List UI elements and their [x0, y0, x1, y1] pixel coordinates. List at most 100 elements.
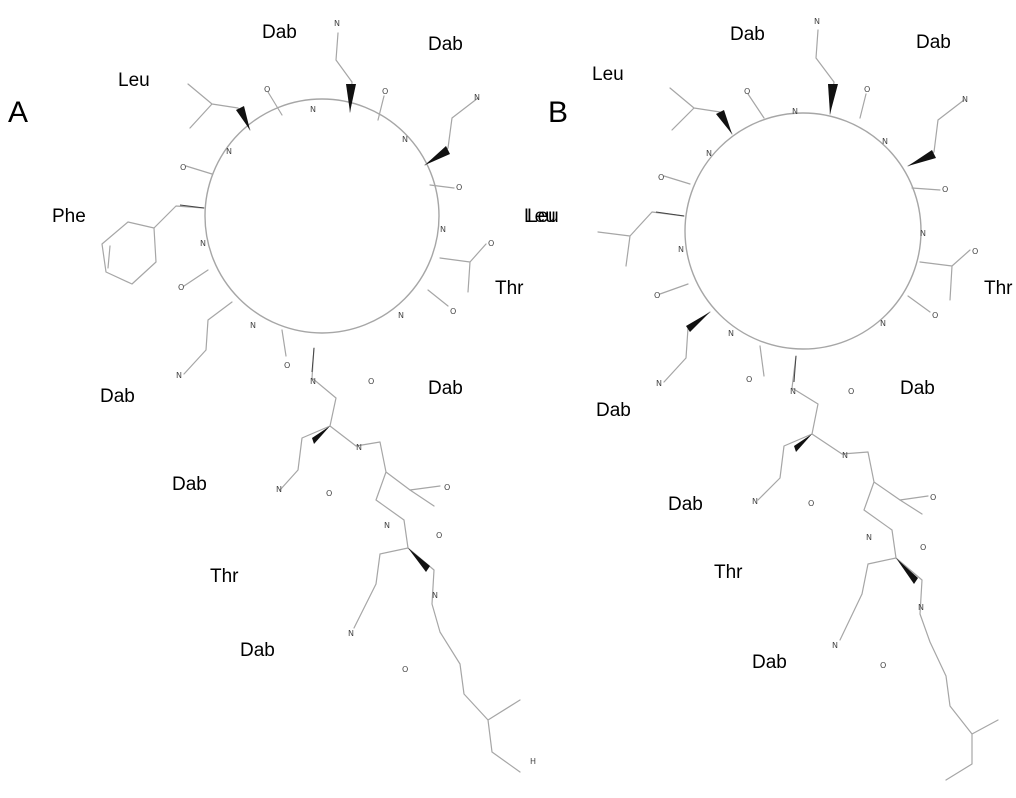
- panel-b-wedge-3: [908, 150, 936, 166]
- panel-a-residue-label: Dab: [240, 640, 275, 661]
- panel-a-residue-label: Dab: [172, 474, 207, 495]
- panel-b-atom-n: N: [678, 245, 684, 254]
- panel-a-atom-n: N: [402, 135, 408, 144]
- panel-a-residue-label: Dab: [428, 378, 463, 399]
- panel-b-atom-o: O: [972, 247, 978, 256]
- panel-a-wedge-3: [425, 146, 450, 165]
- panel-a-phe-chain: [153, 205, 205, 229]
- panel-b-wedge-1: [828, 84, 838, 114]
- panel-b: B N N N N N N N: [524, 17, 1013, 781]
- panel-a-label: A: [8, 96, 28, 129]
- panel-b-hash-2: [793, 355, 797, 383]
- panel-b-atom-n: N: [792, 107, 798, 116]
- panel-b-atom-o: O: [744, 87, 750, 96]
- panel-a-atom-n: N: [200, 239, 206, 248]
- panel-a-residue-label: Leu: [527, 206, 559, 227]
- panel-b-atom-o: O: [658, 173, 664, 182]
- panel-b-residue-label: Leu: [592, 64, 624, 85]
- panel-b-macrocycle-ring: [684, 112, 922, 350]
- panel-a-residue-label: Dab: [262, 22, 297, 43]
- panel-a-atom-o: O: [444, 483, 450, 492]
- panel-b-residue-label: Dab: [668, 494, 703, 515]
- panel-a-atom-h: H: [530, 757, 536, 766]
- panel-b-atom-o: O: [930, 493, 936, 502]
- panel-a-residue-label: Thr: [495, 278, 524, 299]
- panel-a-structure: N N N N N N N N N N N N N N N N O O O O …: [101, 19, 536, 773]
- panel-b-thr-ring-sidechain: [919, 249, 971, 301]
- panel-a-atom-o: O: [178, 283, 184, 292]
- panel-a-atom-o: O: [284, 361, 290, 370]
- panel-a-atom-n: N: [250, 321, 256, 330]
- panel-b-atom-n: N: [728, 329, 734, 338]
- panel-a-atom-o: O: [436, 531, 442, 540]
- panel-b-atom-n: N: [752, 497, 758, 506]
- panel-a-wedge-4: [312, 426, 330, 444]
- panel-a-atom-n: N: [310, 105, 316, 114]
- panel-b-atom-n: N: [656, 379, 662, 388]
- panel-b-residue-label: Leu: [524, 206, 556, 227]
- panel-a-wedge-5: [408, 548, 430, 572]
- panel-a-atom-o: O: [368, 377, 374, 386]
- panel-b-atom-n: N: [832, 641, 838, 650]
- panel-a-benzene-ring: [101, 221, 157, 285]
- panel-b-atom-n: N: [918, 603, 924, 612]
- panel-a-atom-o: O: [488, 239, 494, 248]
- panel-b-atom-n: N: [790, 387, 796, 396]
- panel-b-atom-o: O: [654, 291, 660, 300]
- panel-b-atom-o: O: [920, 543, 926, 552]
- panel-a-atom-n: N: [310, 377, 316, 386]
- panel-a-atom-o: O: [402, 665, 408, 674]
- panel-a-atom-o: O: [450, 307, 456, 316]
- panel-b-tail-sidechains: [757, 433, 923, 641]
- panel-b-dab-sidechain-left: [663, 311, 711, 383]
- panel-a-atom-n: N: [348, 629, 354, 638]
- panel-b-atom-n: N: [962, 95, 968, 104]
- panel-a-leu-sidechain: [187, 83, 251, 131]
- panel-a-atom-n: N: [334, 19, 340, 28]
- panel-a-atom-n: N: [176, 371, 182, 380]
- panel-a: A: [8, 19, 559, 773]
- panel-a-atom-o: O: [456, 183, 462, 192]
- panel-a-atom-o: O: [382, 87, 388, 96]
- panel-b-wedge-5: [794, 434, 812, 452]
- panel-b-residue-label: Dab: [916, 32, 951, 53]
- panel-a-hash-2: [311, 347, 315, 373]
- panel-a-atom-n: N: [440, 225, 446, 234]
- panel-a-atom-n: N: [356, 443, 362, 452]
- panel-b-atom-o: O: [932, 311, 938, 320]
- panel-a-atom-o: O: [326, 489, 332, 498]
- panel-a-macrocycle-ring: [204, 98, 440, 334]
- panel-a-atom-n: N: [276, 485, 282, 494]
- panel-a-dab-sidechain-right: [424, 97, 479, 166]
- panel-a-atom-n: N: [474, 93, 480, 102]
- panel-a-tail-chain: [311, 347, 521, 773]
- panel-a-atom-o: O: [264, 85, 270, 94]
- panel-a-residue-label: Dab: [428, 34, 463, 55]
- panel-b-atom-o: O: [880, 661, 886, 670]
- panel-a-residue-label: Phe: [52, 206, 86, 227]
- panel-b-residue-label: Thr: [984, 278, 1013, 299]
- panel-a-residue-label: Leu: [118, 70, 150, 91]
- panel-a-benzene-inner: [107, 245, 111, 269]
- panel-a-atom-n: N: [226, 147, 232, 156]
- panel-b-atom-o: O: [864, 85, 870, 94]
- panel-a-atom-o: O: [180, 163, 186, 172]
- panel-b-atom-n: N: [842, 451, 848, 460]
- panel-b-residue-label: Thr: [714, 562, 743, 583]
- panel-a-carbonyls: [183, 91, 455, 357]
- panel-b-label: B: [548, 96, 568, 129]
- panel-a-thr-ring-sidechain: [439, 243, 487, 293]
- panel-b-wedge-4: [686, 312, 710, 332]
- panel-b-hash-1: [655, 211, 685, 217]
- panel-b-atom-n: N: [814, 17, 820, 26]
- panel-a-tail-sidechains: [279, 425, 435, 629]
- panel-b-dab-sidechain-right: [907, 99, 965, 167]
- panel-b-atom-n: N: [920, 229, 926, 238]
- panel-b-tail-chain: [791, 355, 999, 781]
- panel-b-structure: N N N N N N N N N N N N N N N N O O O O …: [597, 17, 999, 781]
- panel-b-residue-label: Dab: [596, 400, 631, 421]
- panel-a-atom-n: N: [384, 521, 390, 530]
- panel-b-atom-o: O: [848, 387, 854, 396]
